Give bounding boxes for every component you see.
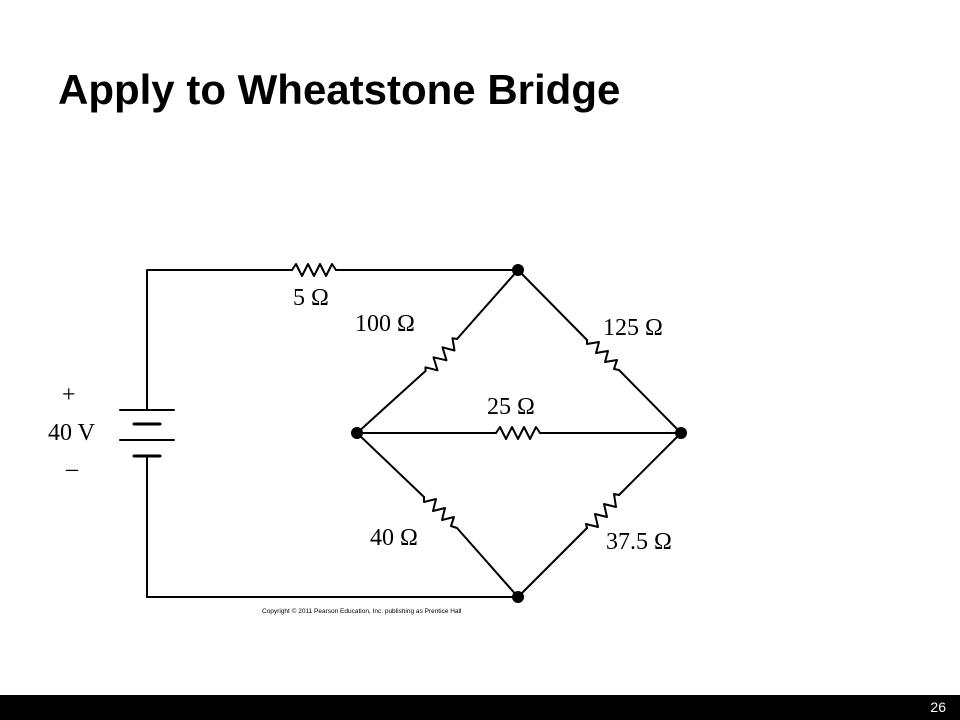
wire-lower-right-b — [517, 527, 588, 598]
copyright-notice: Copyright © 2011 Pearson Education, Inc.… — [262, 607, 462, 615]
battery-voltage-label: 40 V — [48, 420, 96, 446]
node-bottom — [512, 591, 524, 603]
wire-upper-right-a — [517, 269, 588, 341]
wire-lower-left-b — [456, 527, 519, 598]
resistor-25-ohm — [495, 426, 541, 440]
wheatstone-bridge-diagram: + 40 V – 5 Ω 100 Ω 125 Ω 25 Ω 40 Ω 37.5 … — [48, 263, 687, 615]
node-top — [512, 264, 524, 276]
wire-upper-right-b — [618, 369, 682, 434]
wire-top-left — [146, 269, 293, 411]
wire-upper-left-b — [356, 370, 427, 434]
battery-minus-sign: – — [65, 456, 79, 482]
resistor-40-ohm — [423, 496, 458, 529]
node-right — [675, 427, 687, 439]
resistor-37-5-ohm — [585, 493, 620, 529]
resistor-125-ohm — [586, 339, 620, 371]
label-5-ohm: 5 Ω — [293, 285, 329, 311]
wire-upper-left-a — [456, 269, 519, 340]
label-25-ohm: 25 Ω — [487, 394, 535, 420]
slide-title: Apply to Wheatstone Bridge — [58, 66, 621, 113]
wire-lower-right-a — [618, 432, 682, 496]
resistor-100-ohm — [424, 337, 458, 372]
label-40-ohm: 40 Ω — [370, 525, 418, 551]
resistor-5-ohm — [291, 263, 337, 277]
battery-plus-sign: + — [62, 382, 76, 408]
label-37-5-ohm: 37.5 Ω — [606, 529, 672, 555]
page-number: 26 — [930, 699, 946, 715]
label-125-ohm: 125 Ω — [603, 315, 663, 341]
label-100-ohm: 100 Ω — [355, 311, 415, 337]
node-left — [351, 427, 363, 439]
wire-lower-left-a — [356, 432, 425, 498]
footer-bar: 26 — [0, 695, 960, 720]
